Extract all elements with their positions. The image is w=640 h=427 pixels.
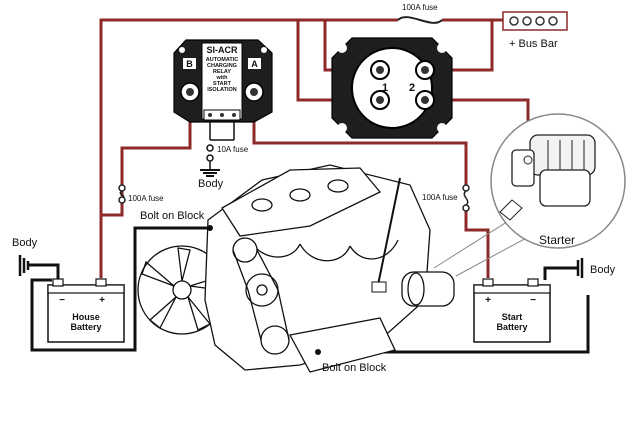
- acr-term-b-label: B: [186, 59, 193, 69]
- start-battery-label-1: Start: [502, 312, 523, 322]
- body-ground-right: Body: [576, 258, 616, 278]
- engine-block: [137, 164, 455, 373]
- negative-wires: [27, 226, 590, 354]
- acr-line2: CHARGING: [207, 63, 237, 69]
- body-center-label: Body: [198, 178, 224, 190]
- starter-callout: Starter: [433, 113, 626, 277]
- bolt-top-label: Bolt on Block: [140, 210, 205, 222]
- start-battery-plus: +: [485, 295, 491, 306]
- top-fuse: 100A fuse: [397, 3, 443, 24]
- house-negative-wire: [30, 226, 210, 352]
- bolt-bottom-dot: [315, 349, 321, 355]
- start-negative-wire: [543, 266, 578, 280]
- house-battery-minus: −: [59, 295, 65, 306]
- acr-line4: with: [216, 75, 229, 81]
- house-battery-label-2: Battery: [70, 322, 101, 332]
- house-battery-neg-terminal: [52, 278, 64, 287]
- start-battery-neg-terminal: [527, 278, 539, 287]
- acr-title: SI-ACR: [207, 45, 238, 55]
- start-battery-minus: −: [530, 295, 536, 306]
- start-block-wire: [318, 295, 590, 354]
- bus-bar: + Bus Bar: [502, 11, 568, 50]
- acr-line3: RELAY: [213, 69, 231, 75]
- acr-line1: AUTOMATIC: [206, 57, 239, 63]
- acr-relay: SI-ACR AUTOMATIC CHARGING RELAY with STA…: [173, 39, 273, 123]
- right-fuse-label: 100A fuse: [422, 193, 458, 202]
- right-fuse-lower-wire: [464, 211, 490, 278]
- start-battery-pos-terminal: [482, 278, 494, 287]
- body-right-label: Body: [590, 264, 616, 276]
- left-fuse: 100A fuse: [118, 184, 164, 204]
- acr-ground: 10A fuse Body: [198, 120, 249, 190]
- start-battery-label-2: Battery: [496, 322, 527, 332]
- fuse-10a-label: 10A fuse: [217, 145, 249, 154]
- house-battery-plus: +: [99, 295, 105, 306]
- left-fuse-lower-wire: [101, 200, 124, 217]
- house-body-wire: [27, 263, 60, 280]
- top-fuse-label: 100A fuse: [402, 3, 438, 12]
- acr-term-a-label: A: [251, 59, 258, 69]
- battery-switch: 1 2: [331, 37, 453, 139]
- switch-label-1: 1: [382, 82, 388, 94]
- starter-label: Starter: [539, 233, 575, 247]
- left-fuse-label: 100A fuse: [128, 194, 164, 203]
- house-battery-pos-terminal: [95, 278, 107, 287]
- right-fuse: 100A fuse: [422, 184, 470, 212]
- bolt-top-dot: [207, 225, 213, 231]
- acr-line6: ISOLATION: [207, 87, 237, 93]
- house-battery: − + House Battery: [47, 278, 125, 343]
- bolt-bottom-label: Bolt on Block: [322, 362, 387, 374]
- start-battery: + − Start Battery: [473, 278, 551, 343]
- bus-bar-label: + Bus Bar: [509, 38, 558, 50]
- acr-line5: START: [213, 81, 232, 87]
- house-battery-label-1: House: [72, 312, 100, 322]
- body-ground-left: Body: [12, 237, 38, 276]
- body-left-label: Body: [12, 237, 38, 249]
- switch-label-2: 2: [409, 82, 415, 94]
